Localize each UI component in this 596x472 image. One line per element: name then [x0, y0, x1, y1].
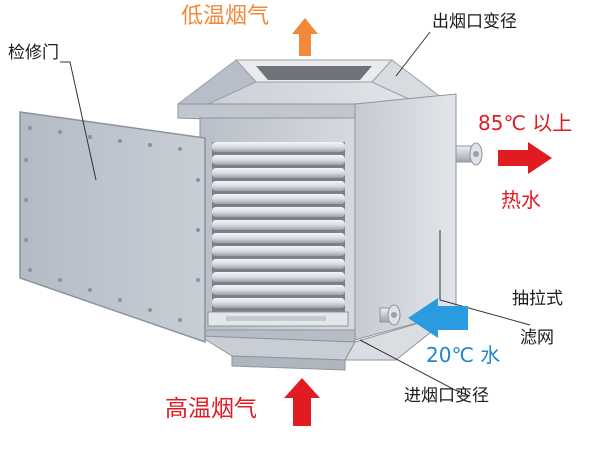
leader-outlet-reducer [395, 31, 431, 77]
label-access-door: 检修门 [8, 43, 59, 63]
label-filter-line1: 抽拉式 [512, 289, 563, 309]
label-outlet-reducer: 出烟口变径 [432, 12, 517, 32]
cold-water-pipe [379, 304, 401, 326]
leader-lines [60, 31, 531, 397]
leader-inlet-reducer [359, 339, 471, 397]
hot-water-pipe [455, 142, 483, 166]
housing-side [354, 93, 457, 341]
leader-access-door [60, 61, 97, 181]
access-door [19, 111, 206, 344]
filter-handle [226, 316, 326, 321]
label-filter-line2: 滤网 [520, 328, 554, 348]
exhaust-up-arrow [292, 18, 318, 56]
label-flue-gas-in: 高温烟气 [165, 396, 257, 422]
label-inlet-reducer: 进烟口变径 [404, 386, 489, 406]
leader-filter [439, 230, 531, 326]
tube-bank [212, 142, 345, 312]
label-cold-water: 20℃ 水 [426, 343, 501, 367]
cold-water-arrow [408, 298, 468, 338]
label-hot-water-temp: 85℃ 以上 [478, 111, 573, 135]
flue-gas-up-arrow [284, 378, 320, 426]
hot-water-arrow [498, 142, 552, 174]
label-exhaust-out: 低温烟气 [181, 4, 270, 29]
label-hot-water: 热水 [501, 188, 541, 212]
